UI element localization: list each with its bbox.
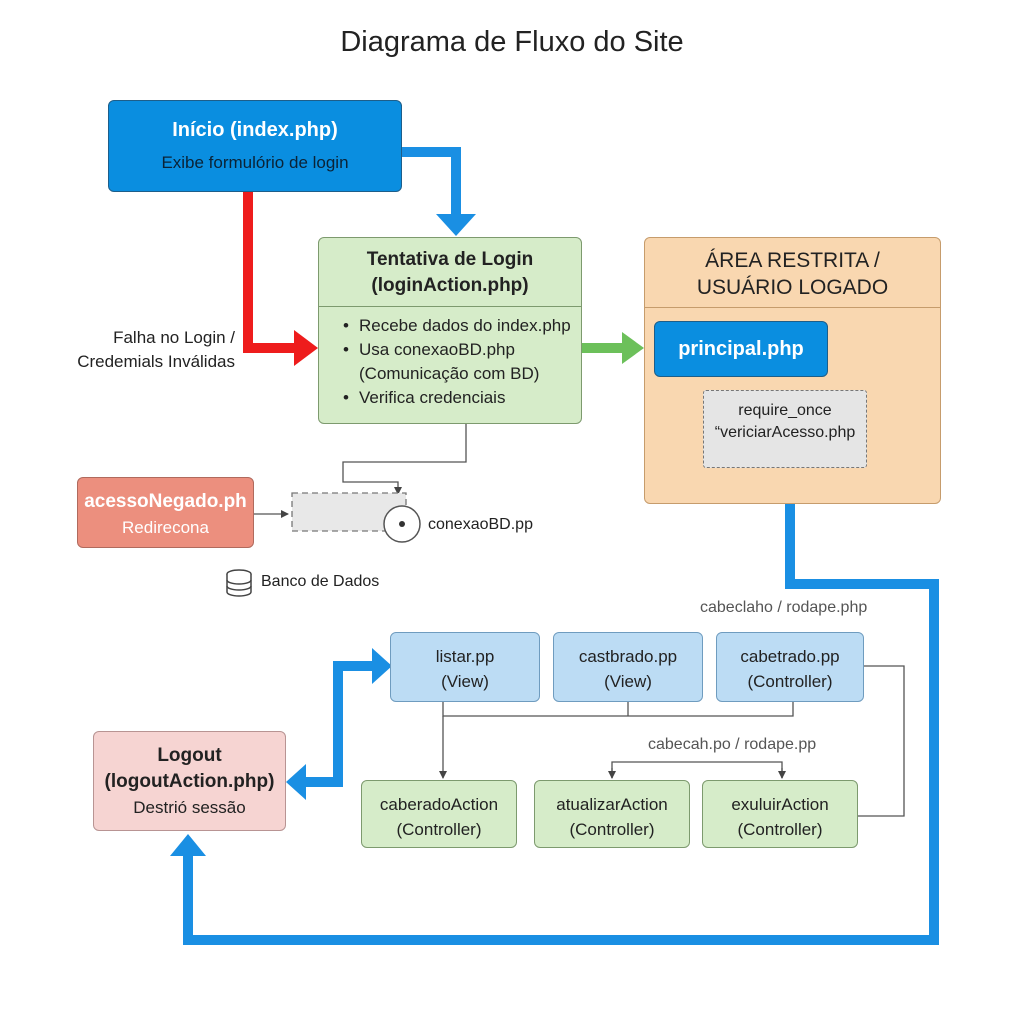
action-caberado-node[interactable]: caberadoAction (Controller) [361,780,517,848]
action-caberado-line2: (Controller) [396,820,482,839]
tentativa-title-line2: (loginAction.php) [371,275,529,296]
inicio-subtitle: Exibe formulório de login [161,153,349,172]
arrow-inicio-to-login [402,147,461,220]
conexao-label: conexaoBD.pp [428,516,533,533]
line-login-to-conexao [342,424,467,495]
arrow-logout-listar-head-right [372,648,392,684]
logout-title-line1: Logout [157,745,222,766]
view-listar-line2: (View) [441,672,489,691]
logout-node[interactable]: Logout (logoutAction.php) Destrió sessão [93,731,286,831]
acesso-negado-title: acessoNegado.ph [84,491,247,512]
tentativa-items: Recebe dados do index.php Usa conexaoBD.… [343,314,571,410]
action-exuluir-line2: (Controller) [737,820,823,839]
tentativa-title-line1: Tentativa de Login [366,249,534,270]
arrow-area-to-logout [183,504,939,945]
controller-cabetrado-node[interactable]: cabetrado.pp (Controller) [716,632,864,702]
view-castbrado-line2: (View) [604,672,652,691]
cabecalho-top-label: cabeclaho / rodape.php [700,599,868,616]
tentativa-item: Verifica credenciais [343,386,571,410]
tentativa-divider [319,306,581,307]
page-title: Diagrama de Fluxo do Site [340,26,684,58]
area-title-line1: ÁREA RESTRITA / [705,249,880,272]
arrow-falha-to-login [243,192,298,353]
arrow-falha-to-login-head [294,330,318,366]
acesso-negado-subtitle: Redirecona [122,518,209,537]
tentativa-login-node[interactable]: Tentativa de Login (loginAction.php) Rec… [318,237,582,424]
inicio-title: Início (index.php) [172,119,338,141]
controller-cabetrado-line2: (Controller) [747,672,833,691]
tentativa-item: Usa conexaoBD.php [343,338,571,362]
area-title-line2: USUÁRIO LOGADO [696,276,889,299]
conexao-circle-dot [399,521,405,527]
area-divider [645,307,940,308]
banco-label: Banco de Dados [261,573,380,590]
action-exuluir-line1: exuluirAction [731,795,829,814]
action-exuluir-node[interactable]: exuluirAction (Controller) [702,780,858,848]
database-icon [226,569,252,597]
require-line2: “vericiarAcesso.php [714,424,856,441]
view-listar-line1: listar.pp [435,647,495,666]
action-atualizar-node[interactable]: atualizarAction (Controller) [534,780,690,848]
principal-node[interactable]: principal.php [654,321,828,377]
falha-label-line2: Credemials Inválidas [77,352,235,371]
view-castbrado-line1: castbrado.pp [578,647,678,666]
action-atualizar-line1: atualizarAction [556,795,668,814]
line-cabecah-bracket [611,761,783,778]
tentativa-item: Recebe dados do index.php [343,314,571,338]
require-once-node[interactable]: require_once “vericiarAcesso.php [703,390,867,468]
require-line1: require_once [738,402,832,419]
logout-title-line2: (logoutAction.php) [104,771,275,792]
acesso-negado-node[interactable]: acessoNegado.ph Redirecona [77,477,254,548]
line-controller-to-exuluir [858,665,905,817]
arrow-logout-listar [302,661,376,787]
action-atualizar-line2: (Controller) [569,820,655,839]
action-caberado-line1: caberadoAction [379,795,499,814]
inicio-node[interactable]: Início (index.php) Exibe formulório de l… [108,100,402,192]
arrow-logout-listar-head-left [286,764,306,800]
arrow-area-to-logout-head [170,834,206,856]
view-castbrado-node[interactable]: castbrado.pp (View) [553,632,703,702]
cabecalho-mid-label: cabecah.po / rodape.pp [648,736,817,753]
principal-label: principal.php [678,338,804,360]
view-listar-node[interactable]: listar.pp (View) [390,632,540,702]
logout-subtitle: Destrió sessão [133,798,246,817]
falha-label-line1: Falha no Login / [113,328,235,347]
arrow-inicio-to-login-head [436,214,476,236]
controller-cabetrado-line1: cabetrado.pp [740,647,840,666]
line-views-bus [442,702,794,717]
arrow-login-to-area-head [622,332,644,364]
tentativa-item: (Comunicação com BD) [359,364,540,383]
